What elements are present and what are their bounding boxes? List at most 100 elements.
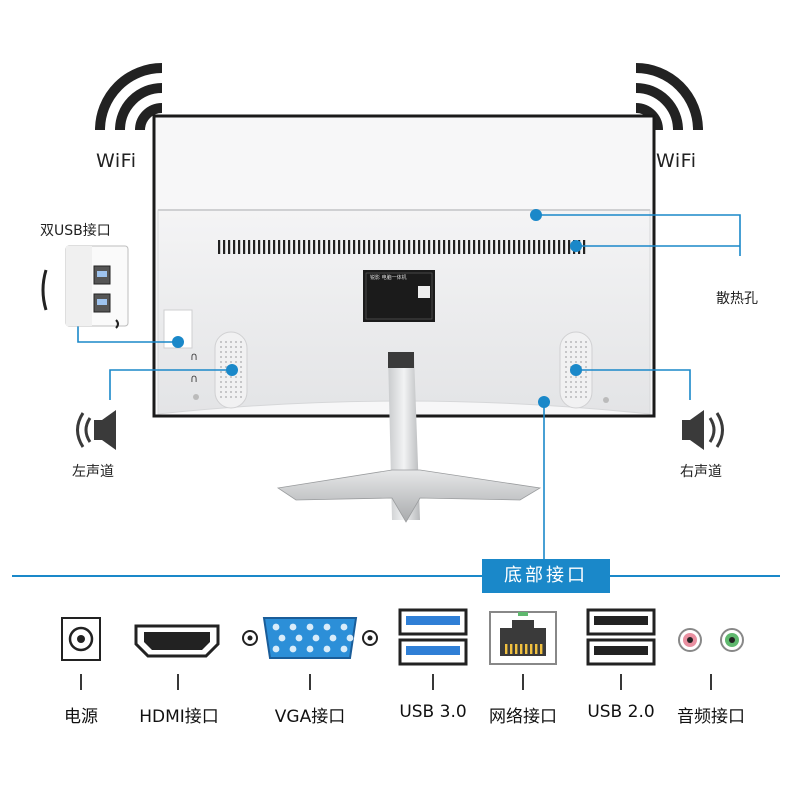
vent-slot: [288, 240, 291, 254]
grille-hole: [580, 361, 582, 363]
vga-pin: [289, 623, 297, 631]
grille-hole: [220, 381, 222, 383]
vent-slot: [218, 240, 221, 254]
power-jack-icon: [61, 617, 101, 661]
vent-slot: [308, 240, 311, 254]
vent-slot: [313, 240, 316, 254]
grille-hole: [235, 386, 237, 388]
grille-hole: [220, 366, 222, 368]
grille-hole: [230, 376, 232, 378]
vga-pin: [323, 645, 331, 653]
vent-slot: [428, 240, 431, 254]
grille-hole: [220, 361, 222, 363]
wifi-icon: [95, 63, 163, 131]
grille-hole: [235, 361, 237, 363]
grille-hole: [235, 381, 237, 383]
grille-hole: [235, 376, 237, 378]
grille-hole: [240, 346, 242, 348]
grille-hole: [580, 386, 582, 388]
grille-hole: [585, 366, 587, 368]
vga-port-icon: [242, 617, 378, 659]
grille-hole: [565, 376, 567, 378]
grille-hole: [220, 396, 222, 398]
vent-slot: [248, 240, 251, 254]
vent-slot: [463, 240, 466, 254]
ethernet-pin: [535, 644, 538, 654]
grille-hole: [575, 391, 577, 393]
grille-hole: [230, 356, 232, 358]
grille-hole: [220, 386, 222, 388]
vent-slot: [423, 240, 426, 254]
vent-slot: [243, 240, 246, 254]
grille-hole: [235, 356, 237, 358]
ethernet-pin: [540, 644, 543, 654]
vent-slot: [513, 240, 516, 254]
grille-hole: [565, 396, 567, 398]
grille-hole: [565, 346, 567, 348]
vent-slot: [403, 240, 406, 254]
vent-slot: [393, 240, 396, 254]
vent-slot: [323, 240, 326, 254]
grille-hole: [580, 381, 582, 383]
grille-hole: [235, 391, 237, 393]
grille-hole: [565, 356, 567, 358]
vent-slot: [378, 240, 381, 254]
vga-pin: [306, 645, 314, 653]
audio-jack-icon: [678, 628, 744, 652]
vent-slot: [363, 240, 366, 254]
grille-hole: [585, 386, 587, 388]
vga-pin: [289, 645, 297, 653]
callout-dual-usb: 双USB接口: [40, 223, 111, 239]
grille-hole: [585, 371, 587, 373]
grille-hole: [565, 351, 567, 353]
grille-hole: [585, 341, 587, 343]
grille-hole: [570, 361, 572, 363]
grille-hole: [565, 341, 567, 343]
grille-hole: [240, 396, 242, 398]
vent-slot: [453, 240, 456, 254]
vent-slot: [258, 240, 261, 254]
vent-slot: [398, 240, 401, 254]
grille-hole: [220, 371, 222, 373]
port-label-ethernet: 网络接口: [489, 707, 557, 727]
grille-hole: [575, 356, 577, 358]
vent-slot: [353, 240, 356, 254]
vga-pin: [306, 623, 314, 631]
vga-pin: [312, 634, 320, 642]
vent-slot: [568, 240, 571, 254]
grille-hole: [565, 366, 567, 368]
section-divider: [12, 575, 780, 577]
grille-hole: [570, 381, 572, 383]
grille-hole: [570, 386, 572, 388]
callout-left-channel: 左声道: [72, 464, 114, 480]
vent-slot: [233, 240, 236, 254]
grille-hole: [230, 346, 232, 348]
vent-slot: [418, 240, 421, 254]
grille-hole: [575, 376, 577, 378]
grille-hole: [230, 381, 232, 383]
grille-hole: [570, 396, 572, 398]
vent-slot: [343, 240, 346, 254]
grille-hole: [565, 361, 567, 363]
grille-hole: [235, 346, 237, 348]
grille-hole: [575, 396, 577, 398]
ethernet-pin: [520, 644, 523, 654]
vent-slot: [483, 240, 486, 254]
vent-slot: [458, 240, 461, 254]
grille-hole: [225, 356, 227, 358]
callout-heat-vents: 散热孔: [716, 291, 758, 307]
vent-slot: [358, 240, 361, 254]
grille-hole: [570, 391, 572, 393]
grille-hole: [220, 346, 222, 348]
grille-hole: [580, 391, 582, 393]
grille-hole: [570, 346, 572, 348]
vent-slot: [238, 240, 241, 254]
audio-port-symbol: ∩: [190, 350, 198, 363]
vent-slot: [528, 240, 531, 254]
hdmi-port-icon: [134, 624, 220, 658]
grille-hole: [565, 371, 567, 373]
vent-slot: [473, 240, 476, 254]
spec-sticker: [363, 270, 435, 322]
port-label-power: 电源: [64, 707, 98, 727]
grille-hole: [575, 381, 577, 383]
